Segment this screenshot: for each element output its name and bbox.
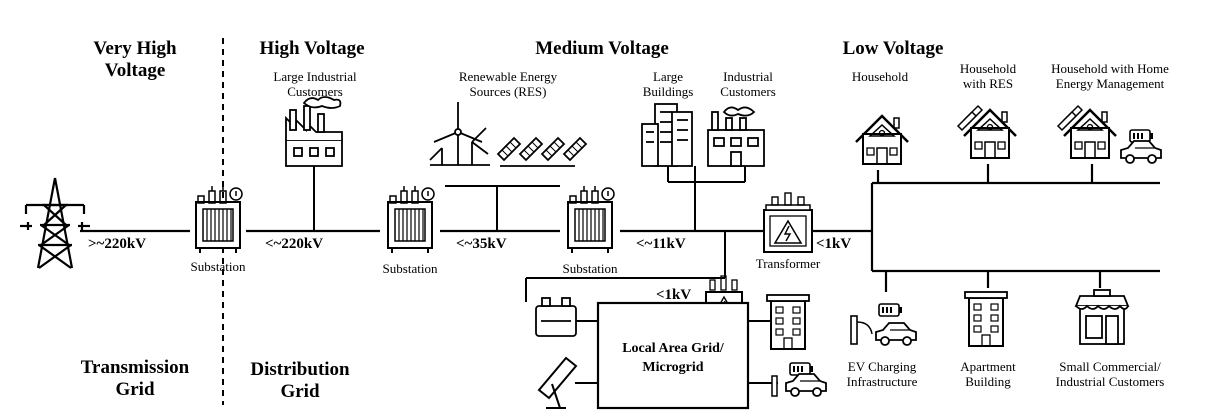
- small-commercial-label: Small Commercial/ Industrial Customers: [1055, 359, 1165, 389]
- substation-2-icon: [387, 185, 435, 254]
- microgrid-label: Local Area Grid/ Microgrid: [622, 341, 724, 375]
- household-label: Household: [851, 69, 909, 84]
- substation-1-icon: [195, 185, 243, 254]
- voltage-label-1-transformer: <1kV: [816, 236, 852, 252]
- feeder-lines: [313, 166, 746, 302]
- voltage-label-220-in: >~220kV: [88, 236, 147, 252]
- transformer-label: Transformer: [755, 256, 821, 271]
- voltage-label-11: <~11kV: [636, 236, 686, 252]
- low-voltage-heading: Low Voltage: [842, 38, 944, 59]
- substation-3-label: Substation: [562, 261, 618, 276]
- ev-charging-label: EV Charging Infrastructure: [846, 359, 918, 389]
- industrial-customers-label: Industrial Customers: [720, 69, 776, 99]
- res-label: Renewable Energy Sources (RES): [458, 69, 558, 99]
- voltage-label-220-out: <~220kV: [265, 236, 324, 252]
- microgrid-building-icon: [766, 294, 810, 350]
- large-industrial-label: Large Industrial Customers: [273, 69, 357, 99]
- wind-turbine-icon: [429, 102, 490, 166]
- substation-3-icon: [567, 185, 615, 254]
- industrial-customers-icon: [707, 106, 765, 167]
- microgrid-solar-icon: [537, 356, 578, 409]
- small-commercial-icon: [1074, 289, 1130, 345]
- substation-2-label: Substation: [382, 261, 438, 276]
- transmission-tower-icon: [20, 177, 90, 269]
- household-res-label: Household with RES: [959, 61, 1017, 91]
- low-voltage-bus: [870, 164, 1160, 292]
- household-icon: [854, 114, 910, 166]
- transmission-grid-label: Transmission Grid: [80, 357, 190, 400]
- high-voltage-heading: High Voltage: [259, 38, 365, 59]
- very-high-voltage-heading: Very High Voltage: [93, 38, 177, 81]
- distribution-grid-label: Distribution Grid: [250, 359, 350, 402]
- large-buildings-icon: [641, 103, 693, 167]
- energy-storage-icon: [535, 297, 577, 337]
- household-res-icon: [956, 104, 1018, 160]
- apartment-building-icon: [964, 291, 1008, 347]
- transformer-icon: [763, 192, 813, 253]
- medium-voltage-heading: Medium Voltage: [535, 38, 669, 59]
- industrial-factory-icon: [285, 96, 343, 167]
- large-buildings-label: Large Buildings: [642, 69, 694, 99]
- solar-panels-icon: [497, 137, 587, 167]
- household-hem-icon: [1056, 104, 1162, 164]
- microgrid-ev-icon: [771, 362, 827, 397]
- microgrid-box: [596, 301, 750, 410]
- voltage-label-1-microgrid: <1kV: [656, 287, 692, 303]
- substation-1-label: Substation: [190, 259, 246, 274]
- voltage-label-35: <~35kV: [456, 236, 507, 252]
- apartment-label: Apartment Building: [960, 359, 1016, 389]
- household-hem-label: Household with Home Energy Management: [1051, 61, 1169, 91]
- ev-charging-icon: [850, 303, 917, 346]
